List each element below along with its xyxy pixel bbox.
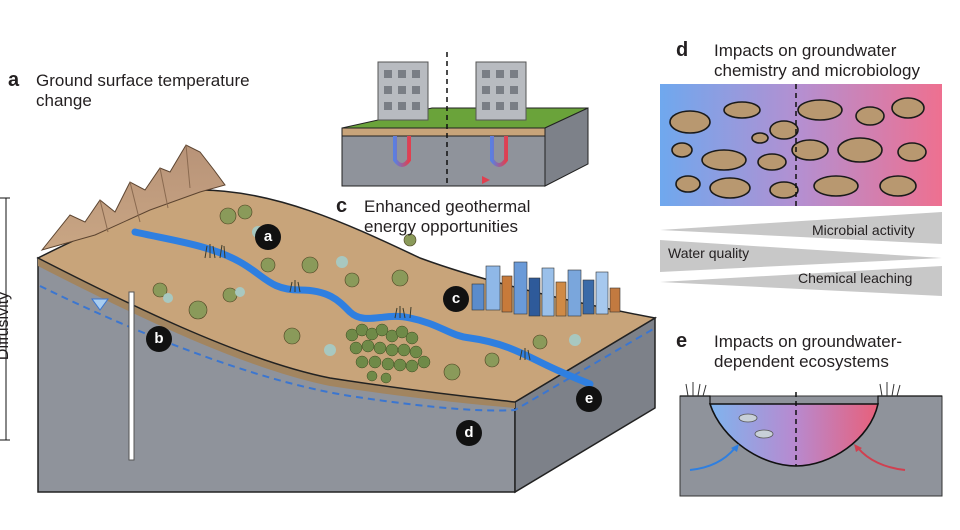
chemical-leaching-label: Chemical leaching [798, 270, 913, 286]
fish-icon [738, 413, 758, 423]
diffusivity-label: Diffusivity [0, 291, 13, 361]
well-pipe [128, 291, 135, 461]
groundwater-chemistry-box [660, 84, 942, 206]
landscape-block [36, 144, 658, 494]
city-skyline [471, 261, 621, 317]
panel-d-letter: d [676, 39, 689, 61]
water-level-triangle [91, 298, 109, 311]
panel-c-letter: c [336, 195, 348, 217]
ground-loop-right [490, 136, 508, 167]
inflow-arrow-warm [857, 447, 906, 471]
ecosystem-box [679, 382, 943, 497]
marker-b: b [146, 326, 172, 352]
panel-e-letter: e [676, 330, 688, 352]
fish-icon [754, 429, 774, 439]
microbial-activity-label: Microbial activity [812, 222, 915, 238]
inflow-arrow-cold [689, 447, 736, 471]
water-quality-label: Water quality [668, 245, 750, 261]
trees [152, 204, 581, 384]
marker-d: d [456, 420, 482, 446]
water-table-line [39, 285, 656, 412]
river [131, 228, 594, 388]
geothermal-block [341, 52, 589, 187]
ground-loop-left [393, 136, 411, 167]
marker-c: c [443, 286, 469, 312]
panel-a-letter: a [8, 69, 20, 91]
marker-a: a [255, 224, 281, 250]
microbial-activity-wedge [660, 212, 942, 244]
diffusivity-bracket [0, 197, 10, 441]
water-quality-wedge [660, 240, 942, 272]
marker-e: e [576, 386, 602, 412]
chemical-leaching-wedge [660, 266, 942, 296]
